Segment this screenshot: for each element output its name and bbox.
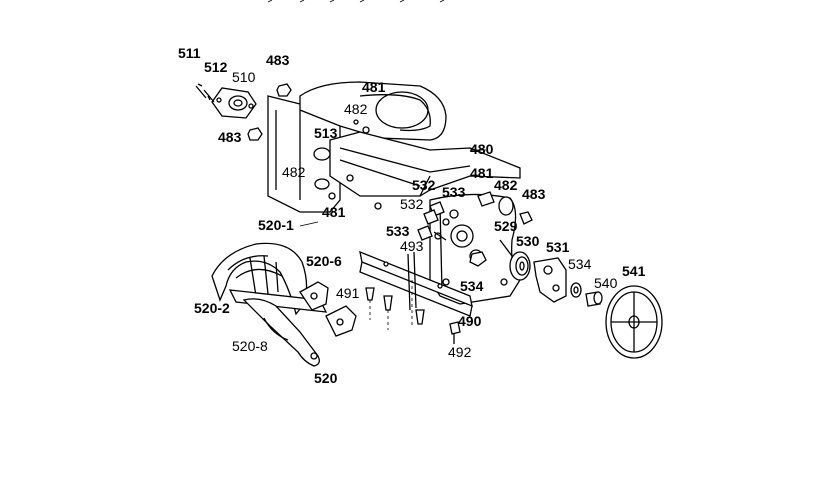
part-label-534a: 534 — [568, 256, 592, 272]
blower-housing-480 — [267, 81, 521, 213]
part-label-482a: 482 — [344, 101, 368, 117]
part-label-540: 540 — [594, 275, 618, 291]
part-label-520-8: 520-8 — [232, 338, 268, 354]
bearing-530 — [499, 239, 531, 281]
part-label-510: 510 — [232, 69, 256, 85]
nut-534-lower — [469, 251, 487, 267]
nut-483-left — [247, 127, 263, 141]
nut-492 — [449, 321, 461, 344]
stud-493 — [407, 251, 417, 326]
part-label-531: 531 — [546, 239, 570, 255]
part-label-520-2: 520-2 — [194, 300, 230, 316]
carriage-bolt-491 — [365, 287, 425, 330]
top-artifact — [267, 0, 445, 3]
part-label-529: 529 — [494, 218, 518, 234]
part-label-513: 513 — [314, 125, 338, 141]
nut-483-top — [276, 83, 292, 97]
impeller-shaft-520 — [228, 281, 357, 367]
part-label-520-6: 520-6 — [306, 253, 342, 269]
part-label-491: 491 — [336, 285, 360, 301]
leader-lines — [299, 149, 486, 227]
spacer-540 — [585, 291, 603, 307]
washer-534 — [570, 282, 582, 298]
part-label-493: 493 — [400, 238, 424, 254]
part-label-533a: 533 — [442, 184, 466, 200]
part-label-532b: 532 — [400, 196, 424, 212]
bracket-531 — [533, 257, 567, 303]
part-label-481b: 481 — [470, 165, 494, 181]
part-label-483a: 483 — [266, 52, 290, 68]
part-label-483c: 483 — [522, 186, 546, 202]
part-label-480: 480 — [470, 141, 494, 157]
part-label-530: 530 — [516, 233, 540, 249]
part-label-483b: 483 — [218, 129, 242, 145]
screw-511 — [195, 83, 215, 103]
impeller-housing-520-2 — [211, 242, 308, 316]
part-label-520-1: 520-1 — [258, 217, 294, 233]
part-label-520: 520 — [314, 370, 338, 386]
part-label-481c: 481 — [322, 204, 346, 220]
part-label-541: 541 — [622, 263, 646, 279]
bolts-481-482-483-right — [477, 191, 533, 225]
part-label-512: 512 — [204, 59, 228, 75]
part-label-482b: 482 — [282, 164, 306, 180]
part-label-534b: 534 — [460, 278, 484, 294]
flange-plate-510 — [211, 87, 257, 119]
part-label-482c: 482 — [494, 177, 518, 193]
part-label-511: 511 — [178, 45, 201, 61]
part-label-532a: 532 — [412, 177, 436, 193]
part-label-490: 490 — [458, 313, 482, 329]
pulley-541 — [605, 285, 663, 359]
part-label-481a: 481 — [362, 79, 386, 95]
part-label-492: 492 — [448, 344, 472, 360]
bolt-532-533 — [417, 201, 447, 241]
part-label-533b: 533 — [386, 223, 410, 239]
